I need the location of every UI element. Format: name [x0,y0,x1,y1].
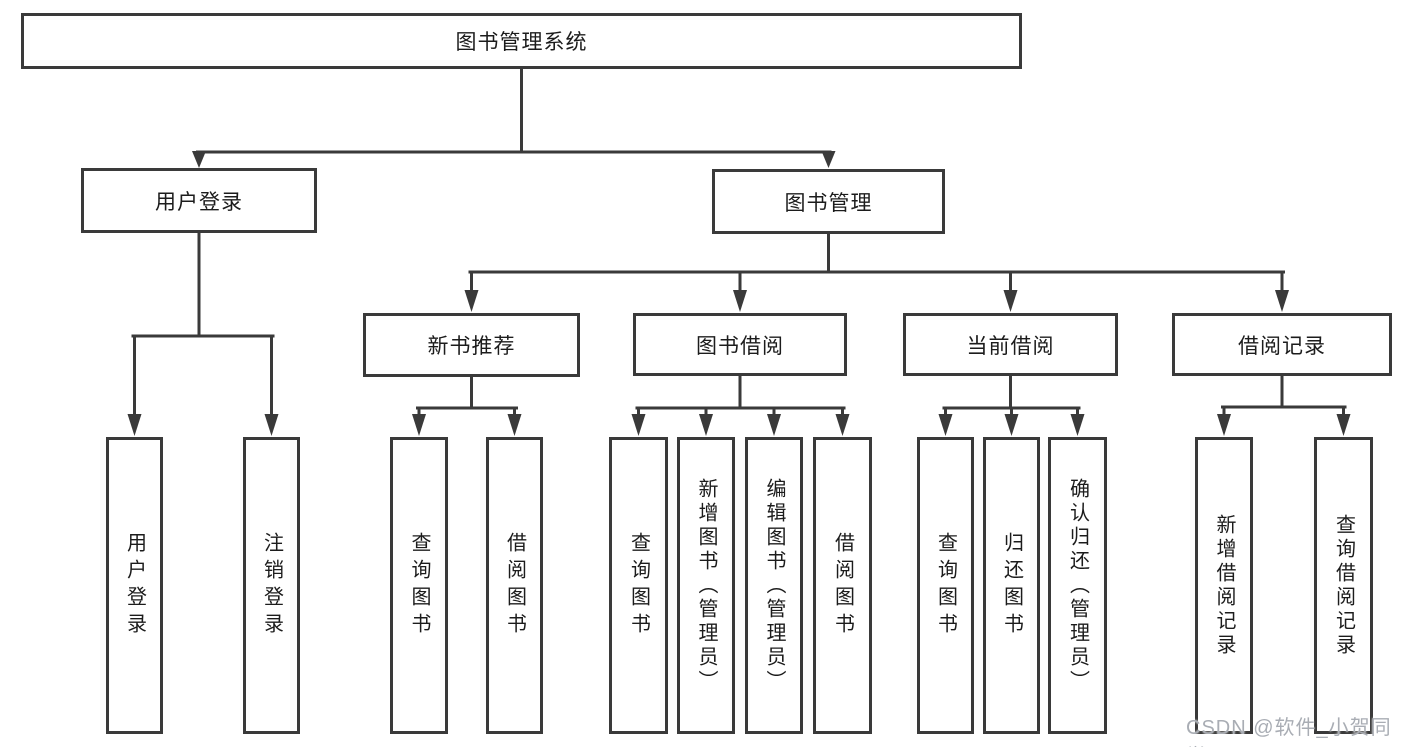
node-leaf-add-borrow-record: 新增借阅记录 [1195,437,1253,734]
node-leaf-user-login: 用户登录 [106,437,163,734]
node-user-login: 用户登录 [81,168,317,233]
connector-root [192,67,836,168]
connector-book-management [464,232,1289,312]
node-leaf-query-books-2: 查询图书 [609,437,668,734]
node-library-management-system: 图书管理系统 [21,13,1022,69]
node-leaf-borrow-books-2: 借阅图书 [813,437,872,734]
node-new-book-recommend: 新书推荐 [363,313,580,377]
node-leaf-edit-books-admin: 编辑图书（管理员） [745,437,803,734]
connector-book-borrow [631,374,850,436]
node-current-borrowing: 当前借阅 [903,313,1118,376]
connector-current-borrow [938,374,1085,436]
node-book-management: 图书管理 [712,169,945,234]
node-leaf-query-books-3: 查询图书 [917,437,974,734]
node-leaf-confirm-return-admin: 确认归还（管理员） [1048,437,1107,734]
connector-borrow-records [1217,374,1351,436]
connector-new-book-rec [412,375,522,436]
node-leaf-borrow-books-1: 借阅图书 [486,437,543,734]
node-leaf-add-books-admin: 新增图书（管理员） [677,437,735,734]
node-book-borrowing: 图书借阅 [633,313,847,376]
node-leaf-return-books: 归还图书 [983,437,1040,734]
node-leaf-logout: 注销登录 [243,437,300,734]
node-leaf-query-books-1: 查询图书 [390,437,448,734]
connector-user-login [127,231,279,436]
node-leaf-query-borrow-record: 查询借阅记录 [1314,437,1373,734]
node-borrow-records: 借阅记录 [1172,313,1392,376]
